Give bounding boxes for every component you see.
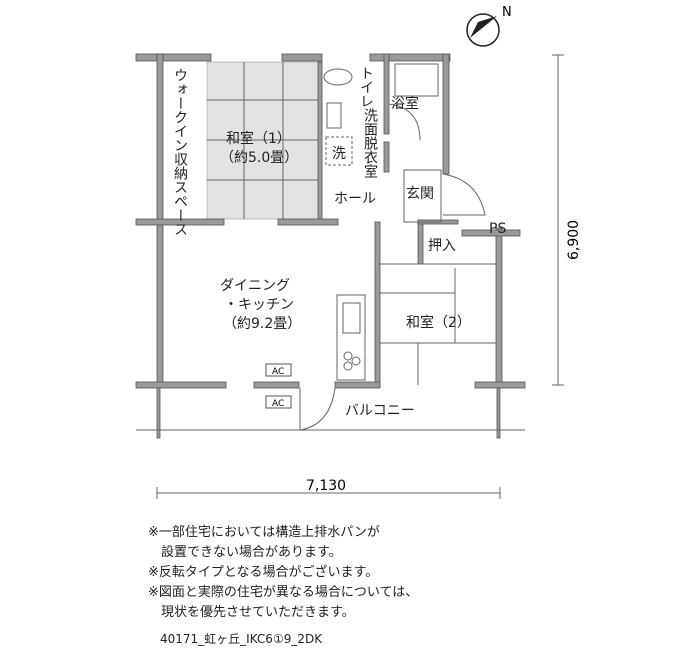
toilet-label: トイレ xyxy=(358,66,374,108)
washer-space xyxy=(325,136,353,166)
ac-unit-indoor: AC xyxy=(265,363,292,377)
dimension-lines xyxy=(156,54,564,499)
fixtures xyxy=(323,63,486,381)
svg-text:AC: AC xyxy=(272,399,284,409)
entrance-door-swing xyxy=(442,173,486,216)
dk-size: （約9.2畳） xyxy=(223,316,301,332)
burner xyxy=(351,356,361,366)
burner xyxy=(343,351,353,361)
balcony-area xyxy=(136,387,525,439)
compass-label: N xyxy=(502,5,512,20)
note-line: ※一部住宅においては構造上排水パンが xyxy=(148,525,380,540)
note-line: 現状を優先させていただきます。 xyxy=(148,605,355,620)
svg-text:AC: AC xyxy=(272,367,284,377)
dk-label-2: ・キッチン xyxy=(224,297,294,313)
hall-label: ホール xyxy=(334,191,376,207)
tatami-room-1 xyxy=(206,61,323,220)
walls xyxy=(135,53,526,389)
washbasin xyxy=(326,102,342,129)
kitchen-sink xyxy=(342,302,361,334)
walkin-label: ウォークイン収納スペース xyxy=(172,68,188,236)
entrance-box xyxy=(403,169,442,223)
washitsu2-label: 和室（2） xyxy=(406,314,471,331)
ac-unit-outdoor: AC xyxy=(265,395,292,409)
height-dimension: 6,900 xyxy=(566,220,582,260)
toilet-bowl xyxy=(323,68,353,86)
kitchen-counter xyxy=(336,294,366,381)
plan-code: 40171_虹ヶ丘_IKC6①9_2DK xyxy=(160,632,323,646)
north-compass-icon: N xyxy=(466,5,512,47)
washitsu1-size: （約5.0畳） xyxy=(220,150,298,166)
balcony-label: バルコニー xyxy=(345,403,415,419)
burner xyxy=(343,361,353,371)
entrance-label: 玄関 xyxy=(406,185,434,202)
note-line: ※反転タイプとなる場合がございます。 xyxy=(148,565,379,580)
bath-label: 浴室 xyxy=(391,95,419,112)
bath-door-swing xyxy=(388,103,421,141)
note-line: 設置できない場合があります。 xyxy=(148,545,342,560)
width-dimension: 7,130 xyxy=(306,478,346,494)
washitsu1-label: 和室（1） xyxy=(226,130,291,147)
closet-label: 押入 xyxy=(428,238,456,254)
ps-label: PS xyxy=(489,221,506,237)
washroom-label: 洗面脱衣室 xyxy=(362,108,378,178)
dk-label-1: ダイニング xyxy=(220,278,290,294)
washer-label: 洗 xyxy=(332,146,346,162)
note-line: ※図面と実際の住宅が異なる場合については、 xyxy=(148,585,419,600)
bathtub xyxy=(394,63,439,97)
tatami-room-2 xyxy=(380,268,496,385)
